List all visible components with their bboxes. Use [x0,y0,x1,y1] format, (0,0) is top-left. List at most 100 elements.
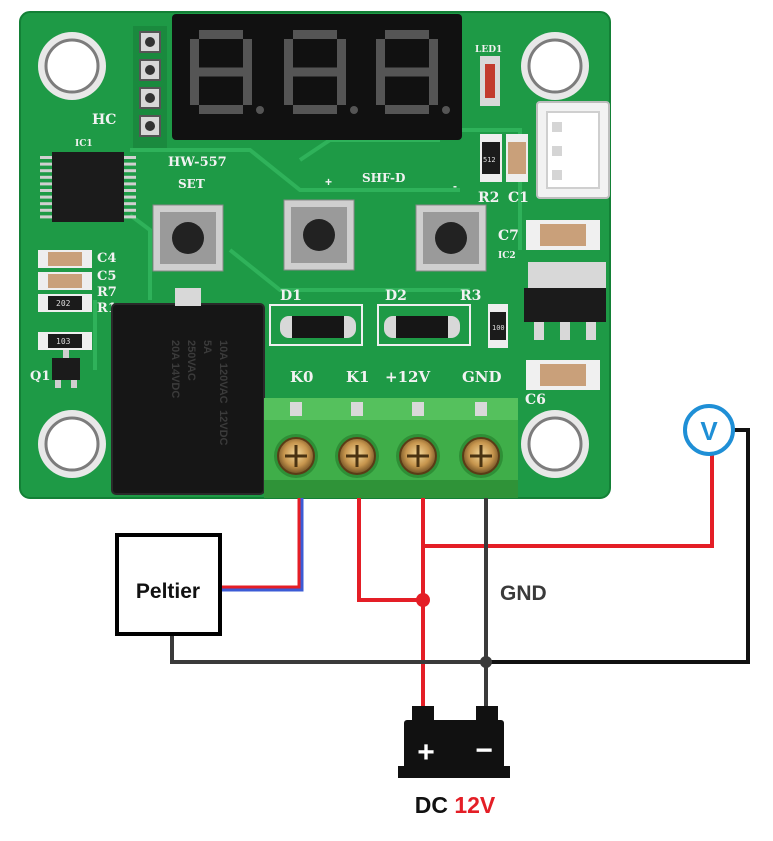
display-segment [243,72,252,105]
ic-pin [124,202,136,206]
smd-components-left [38,250,92,350]
diode-d1 [269,304,363,346]
ic-pin [124,208,136,212]
terminal-label-k0: K0 [290,368,313,386]
ic-pin [124,215,136,219]
wire-k1-to-positive [357,498,423,602]
display-segment [199,30,243,39]
wire-voltmeter-ground [486,428,750,664]
resistor-code: 512 [483,156,496,164]
display-segment [293,67,337,77]
firmware-label: SHF-D [362,171,405,185]
display-segment [337,39,346,72]
terminal-screw[interactable] [335,402,379,478]
terminal-screw[interactable] [274,402,318,478]
resistor-code: 100 [492,324,505,332]
ic-pin [40,175,52,179]
ic-pin [124,169,136,173]
display-segment [293,105,337,114]
supply-label: DC 12V [415,792,496,818]
sensor-connector [536,101,610,199]
positive-junction [416,593,430,607]
relay-rating: 5A [201,340,213,354]
display-segment [190,72,199,105]
display-segment [293,30,337,39]
ic-pin [40,169,52,173]
display-segment [243,39,252,72]
ic1-label: IC1 [75,139,93,149]
relay-rating: 10A 120VAC [217,340,229,404]
decimal-point [256,106,264,114]
display-segment [429,72,438,105]
display-segment [199,67,243,77]
display-segment [199,105,243,114]
ic-pin [40,215,52,219]
relay-rating: 12VDC [217,410,229,446]
q1-transistor [52,350,80,388]
minus-button-label: - [453,179,457,193]
ic-pin [40,156,52,159]
set-button[interactable] [152,204,224,272]
set-button-label: SET [178,177,205,191]
ic-pin [124,156,136,159]
mounting-hole [521,32,589,100]
display-segment [385,105,429,114]
voltmeter: V [683,404,735,456]
terminal-screw[interactable] [459,402,503,478]
display-segment [429,39,438,72]
c4-label: C4 [97,251,116,266]
wire-positive-to-voltmeter [423,452,714,548]
mounting-hole [38,410,106,478]
wires [170,428,750,708]
ic-pin [124,189,136,192]
minus-button[interactable] [415,204,487,272]
pcb-traces [93,128,522,370]
d1-label: D1 [280,288,302,304]
ic-pin [40,195,52,199]
display-segment [190,39,199,72]
decimal-point [350,106,358,114]
wire-k0-to-peltier-red [220,498,301,589]
r2-label: R2 [478,190,499,206]
plus-button-label: + [325,175,332,189]
supply-positive-symbol: + [417,736,435,769]
ic-pin [40,182,52,186]
display-digit [284,30,358,114]
mounting-hole [38,32,106,100]
c5-label: C5 [97,269,116,284]
c6-label: C6 [525,392,546,408]
r7-label: R7 [97,285,117,300]
r3-resistor [488,304,508,348]
c1-capacitor [506,134,528,182]
plus-button[interactable] [283,199,355,271]
display-segment [284,39,293,72]
ic-pin [124,195,136,199]
r3-label: R3 [460,288,481,304]
relay-rating: 250VAC [185,340,197,381]
supply-negative-symbol: − [475,734,493,767]
c1-label: C1 [508,190,529,206]
ic-pin [124,175,136,179]
terminal-label-k1: K1 [346,368,369,386]
supply-label-value: 12V [454,792,496,818]
q1-label: Q1 [30,369,50,384]
terminal-screw[interactable] [396,402,440,478]
peltier-label: Peltier [136,580,200,603]
display-segment [376,39,385,72]
c7-label: C7 [498,228,519,244]
display-segment [385,67,429,77]
d2-label: D2 [385,288,407,304]
display-segment [385,30,429,39]
ic1-chip [40,152,136,222]
wire-peltier-ground [170,634,486,664]
peltier-load: Peltier [115,533,222,636]
seven-segment-display [172,14,462,140]
ic-pin [40,208,52,212]
resistor-code: 202 [56,299,71,308]
display-segment [284,72,293,105]
r2-resistor [480,134,502,182]
relay: 10A 120VAC 5A 250VAC 20A 14VDC 12VDC [111,288,265,495]
diode-d2 [377,304,471,346]
ic-pin [124,182,136,186]
